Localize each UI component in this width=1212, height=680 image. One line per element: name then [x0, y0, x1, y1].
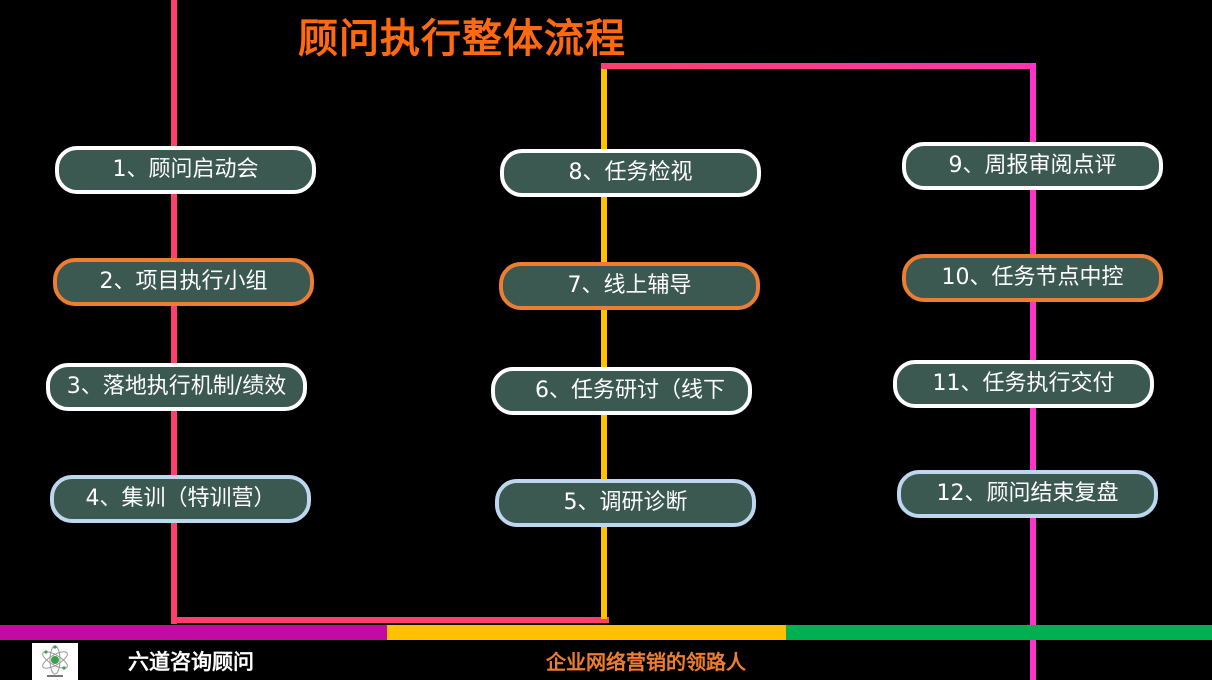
footer-bar-magenta	[0, 625, 387, 640]
step-9: 9、周报审阅点评	[902, 142, 1163, 190]
page-title: 顾问执行整体流程	[298, 16, 626, 62]
step-12: 12、顾问结束复盘	[897, 470, 1158, 518]
footer-bar-green	[786, 625, 1212, 640]
step-7: 7、线上辅导	[499, 262, 760, 310]
step-6: 6、任务研讨（线下	[491, 367, 752, 415]
company-logo	[32, 643, 78, 680]
step-3: 3、落地执行机制/绩效	[46, 363, 307, 411]
step-8: 8、任务检视	[500, 149, 761, 197]
step-10: 10、任务节点中控	[902, 254, 1163, 302]
connector-line-pink-bottom	[171, 617, 609, 623]
step-1: 1、顾问启动会	[55, 146, 316, 194]
connector-line-top	[601, 63, 1036, 69]
connector-line-pink-vertical	[171, 0, 177, 624]
step-4: 4、集训（特训营）	[50, 475, 311, 523]
step-2: 2、项目执行小组	[53, 258, 314, 306]
footer-slogan: 企业网络营销的领路人	[546, 650, 746, 674]
footer-bar-yellow	[387, 625, 786, 640]
footer-company-name: 六道咨询顾问	[128, 650, 254, 674]
step-5: 5、调研诊断	[495, 479, 756, 527]
atom-logo-icon	[42, 645, 68, 677]
connector-line-yellow-vertical	[601, 66, 607, 619]
step-11: 11、任务执行交付	[893, 360, 1154, 408]
